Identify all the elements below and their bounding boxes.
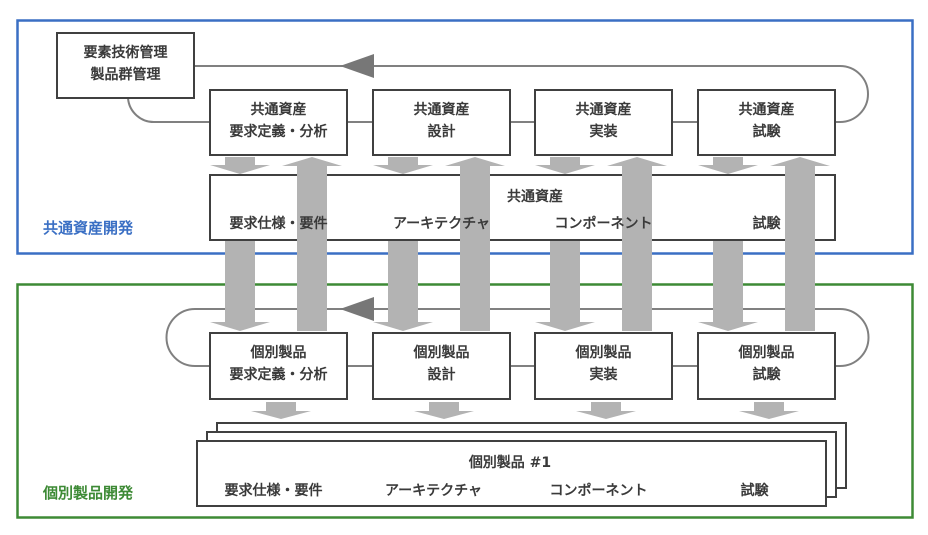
product-phase-1-line2: 要求定義・分析 xyxy=(229,367,328,383)
common-phase-1-line1: 共通資産 xyxy=(250,102,307,118)
product-phase-4-line2: 試験 xyxy=(752,367,781,383)
product-box-front xyxy=(196,440,827,507)
product-to-common-phase-4-arrow xyxy=(770,157,830,331)
product-phase-4-label: 個別製品 試験 xyxy=(698,342,835,386)
asset-to-product-phase-1-arrow xyxy=(210,241,270,331)
product-box-item-2: アーキテクチャ xyxy=(384,483,483,499)
product-phase-3-line2: 実装 xyxy=(589,367,618,383)
management-line2: 製品群管理 xyxy=(90,67,161,83)
common-asset-item-3: コンポーネント xyxy=(554,216,653,232)
product-box-item-1: 要求仕様・要件 xyxy=(224,483,323,499)
common-asset-item-4: 試験 xyxy=(752,216,781,232)
common-asset-title: 共通資産 xyxy=(507,189,563,205)
asset-to-product-phase-2-arrow xyxy=(373,241,433,331)
product-phase-4-line1: 個別製品 xyxy=(738,345,795,361)
product-phase-1-to-box-arrow xyxy=(251,402,311,419)
product-phase-1-line1: 個別製品 xyxy=(250,345,307,361)
product-phase-1-label: 個別製品 要求定義・分析 xyxy=(210,342,347,386)
common-phase-1-line2: 要求定義・分析 xyxy=(229,124,328,140)
common-phase-3-to-asset-arrow xyxy=(535,157,595,174)
common-phase-2-box xyxy=(372,89,511,156)
product-phase-2-line1: 個別製品 xyxy=(413,345,470,361)
product-phase-2-label: 個別製品 設計 xyxy=(373,342,510,386)
product-box-item-4: 試験 xyxy=(740,483,769,499)
product-to-common-phase-2-arrow xyxy=(445,157,505,331)
product-phase-3-box xyxy=(534,332,673,400)
asset-to-product-phase-4-arrow xyxy=(698,241,758,331)
common-phase-4-to-asset-arrow xyxy=(698,157,758,174)
management-box-label: 要素技術管理 製品群管理 xyxy=(57,42,194,86)
management-line1: 要素技術管理 xyxy=(83,45,168,61)
common-phase-1-box xyxy=(209,89,348,156)
product-phase-2-to-box-arrow xyxy=(414,402,474,419)
common-phase-3-box xyxy=(534,89,673,156)
product-phase-3-to-box-arrow xyxy=(576,402,636,419)
product-loop-arrowhead xyxy=(340,297,374,321)
product-phase-2-line2: 設計 xyxy=(427,367,456,383)
product-phase-1-box xyxy=(209,332,348,400)
product-phase-4-to-box-arrow xyxy=(739,402,799,419)
common-dev-frame-label: 共通資産開発 xyxy=(43,219,134,237)
common-phase-2-line1: 共通資産 xyxy=(413,102,470,118)
product-phase-2-box xyxy=(372,332,511,400)
common-phase-1-to-asset-arrow xyxy=(210,157,270,174)
product-dev-frame-label: 個別製品開発 xyxy=(43,484,134,502)
product-box-item-3: コンポーネント xyxy=(549,483,648,499)
common-asset-item-2: アーキテクチャ xyxy=(392,216,491,232)
common-phase-2-line2: 設計 xyxy=(427,124,456,140)
product-box-title: 個別製品 #1 xyxy=(468,455,552,471)
common-phase-3-line1: 共通資産 xyxy=(575,102,632,118)
product-loop-line xyxy=(165,308,870,367)
common-phase-4-line2: 試験 xyxy=(752,124,781,140)
common-phase-4-label: 共通資産 試験 xyxy=(698,99,835,143)
common-phase-2-label: 共通資産 設計 xyxy=(373,99,510,143)
common-phase-4-box xyxy=(697,89,836,156)
common-phase-4-line1: 共通資産 xyxy=(738,102,795,118)
product-phase-3-label: 個別製品 実装 xyxy=(535,342,672,386)
product-to-common-phase-1-arrow xyxy=(282,157,342,331)
management-box xyxy=(56,32,195,99)
common-phase-3-line2: 実装 xyxy=(589,124,618,140)
common-asset-item-1: 要求仕様・要件 xyxy=(229,216,328,232)
common-phase-2-to-asset-arrow xyxy=(373,157,433,174)
common-loop-arrowhead xyxy=(340,54,374,78)
common-phase-1-label: 共通資産 要求定義・分析 xyxy=(210,99,347,143)
product-phase-4-box xyxy=(697,332,836,400)
asset-to-product-phase-3-arrow xyxy=(535,241,595,331)
common-phase-3-label: 共通資産 実装 xyxy=(535,99,672,143)
product-phase-3-line1: 個別製品 xyxy=(575,345,632,361)
product-to-common-phase-3-arrow xyxy=(607,157,667,331)
